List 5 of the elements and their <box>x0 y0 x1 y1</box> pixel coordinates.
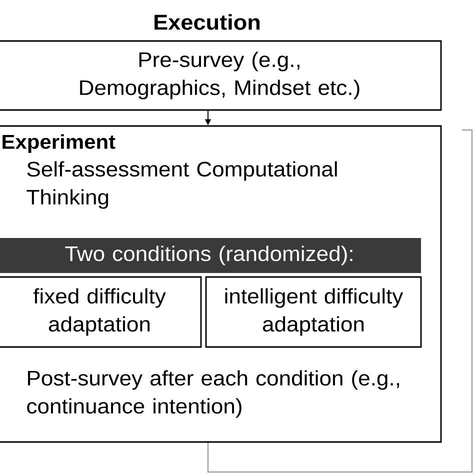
condition-box: fixed difficulty adaptation <box>0 276 202 348</box>
condition-band: Two conditions (randomized): <box>0 238 421 273</box>
survey-box: Pre-survey (e.g., Demographics, Mindset etc.) <box>0 40 442 111</box>
condition-box: intelligent difficulty adaptation <box>205 276 422 348</box>
heading: Execution <box>154 14 260 30</box>
